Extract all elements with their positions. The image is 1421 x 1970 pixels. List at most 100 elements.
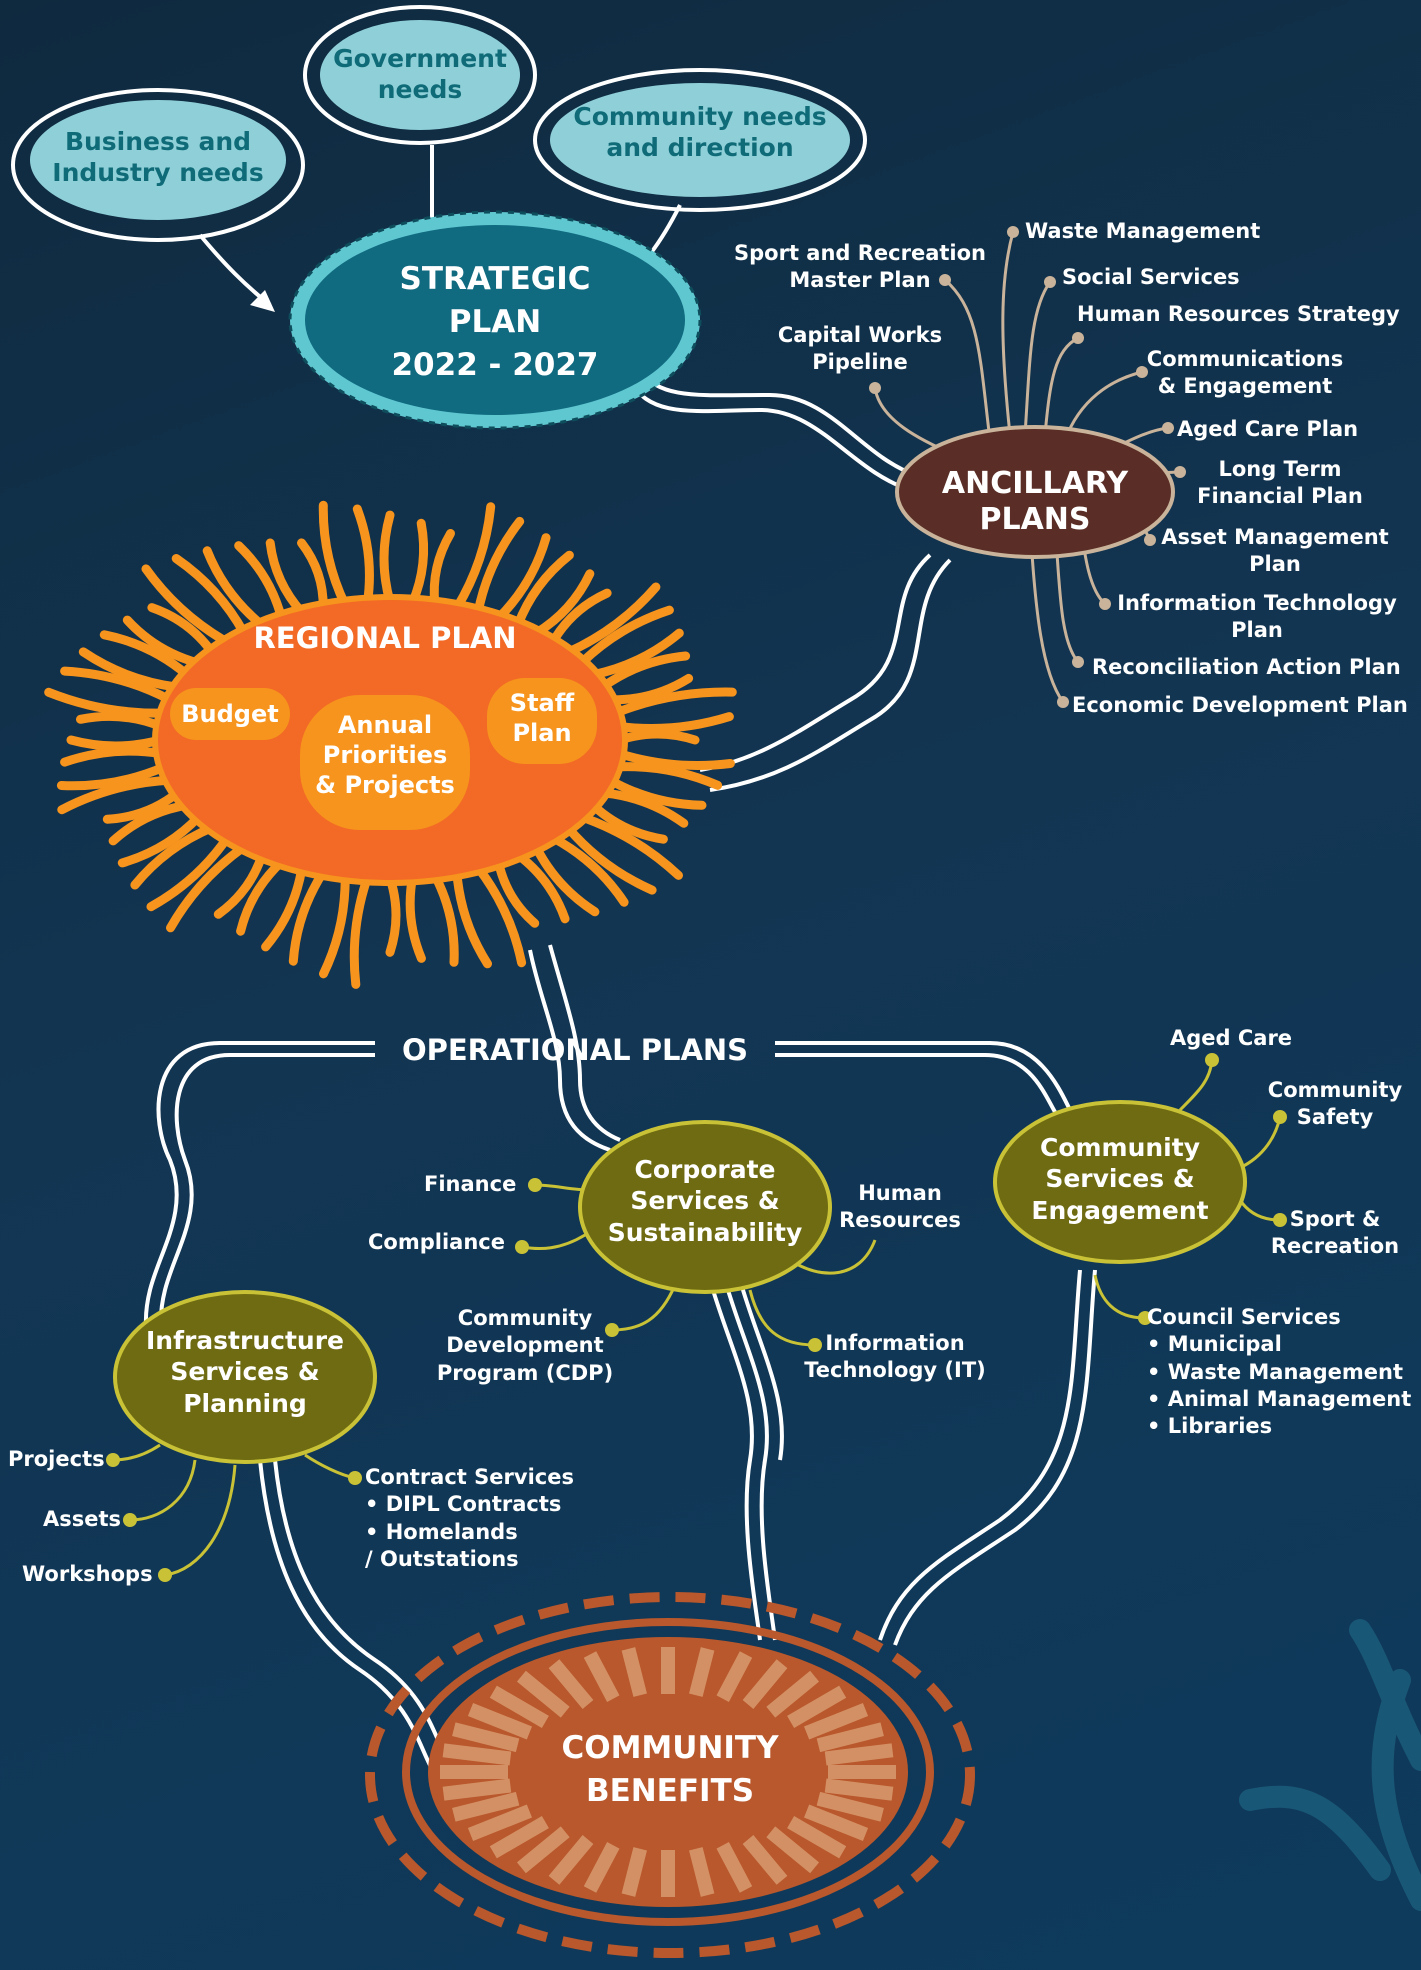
regional-plan-ray <box>563 823 657 895</box>
community-services-label: Community Services & Engagement <box>1031 1133 1209 1225</box>
infrastructure-label: Infrastructure Services & Planning <box>146 1326 344 1418</box>
staff-label: Staff Plan <box>509 689 575 747</box>
infrastructure-node <box>113 1290 377 1464</box>
operational-plans-label: OPERATIONAL PLANS <box>401 1033 749 1067</box>
community-benefits-spoke <box>516 1826 570 1874</box>
regional-plan-ray <box>171 554 249 638</box>
regional-plan-ray <box>605 775 707 810</box>
regional-plan-ray <box>288 867 328 966</box>
community-item-aged: Aged Care <box>1170 1026 1293 1050</box>
community-benefits-spoke <box>824 1743 894 1766</box>
regional-plan-ray <box>202 546 267 630</box>
infrastructure-dots <box>106 1453 362 1582</box>
regional-plan-ray <box>76 711 166 731</box>
corporate-item-cdp: Community Development Program (CDP) <box>436 1306 614 1385</box>
regional-plan-ray <box>66 735 165 751</box>
regional-plan-ray <box>513 550 574 630</box>
ancillary-item-it: Information Technology Plan <box>1117 591 1397 643</box>
ancillary-item-hr-strategy: Human Resources Strategy <box>1077 302 1400 326</box>
ancillary-item-social: Social Services <box>1062 265 1240 289</box>
ancillary-plans-label: ANCILLARY PLANS <box>941 466 1129 537</box>
regional-plan-ray <box>473 516 525 617</box>
regional-plan-ray <box>297 538 328 613</box>
regional-plan-ray <box>349 872 372 989</box>
community-benefits-spoke <box>716 1842 753 1893</box>
ancillary-plans-node <box>895 425 1175 559</box>
ancillary-item-capital: Capital Works Pipeline <box>777 323 943 375</box>
regional-plan-ray <box>614 749 735 770</box>
community-benefits-label: COMMUNITY BENEFITS <box>561 1730 779 1810</box>
ancillary-item-aged: Aged Care Plan <box>1177 417 1359 441</box>
community-benefits-spoke <box>548 1835 594 1885</box>
community-item-safety: Community Safety <box>1267 1078 1403 1130</box>
regional-plan-ray <box>598 788 689 828</box>
regional-plan-ray <box>405 872 426 963</box>
input-government-label: Government needs <box>333 44 507 105</box>
community-benefits-spoke <box>621 1847 647 1897</box>
community-benefits-spoke <box>516 1670 570 1718</box>
community-benefits-spoke <box>442 1778 512 1801</box>
ancillary-item-asset: Asset Management Plan <box>1161 525 1389 577</box>
regional-plan-ray <box>57 775 175 815</box>
community-benefits-spoke <box>766 1670 820 1718</box>
ancillary-item-econ: Economic Development Plan <box>1072 693 1408 717</box>
ancillary-item-sport: Sport and Recreation Master Plan <box>734 241 986 293</box>
corporate-services-node <box>578 1120 832 1294</box>
community-benefits-spoke <box>621 1647 647 1697</box>
community-benefits-spoke <box>804 1702 869 1740</box>
staff-blob <box>487 678 597 764</box>
corporate-services-label: Corporate Services & Sustainability <box>607 1155 803 1247</box>
regional-plan-ray <box>614 712 734 734</box>
regional-plan-ray <box>385 873 401 957</box>
community-benefits-spoke <box>452 1722 520 1753</box>
infra-item-workshops: Workshops <box>22 1562 153 1586</box>
community-benefits-spoke <box>742 1659 788 1709</box>
regional-plan-ray <box>261 863 307 952</box>
priorities-label: Annual Priorities & Projects <box>315 711 455 799</box>
regional-plan-ray <box>117 812 204 868</box>
input-community <box>533 68 867 212</box>
community-benefits-spoke <box>787 1816 847 1859</box>
community-benefits-spoke <box>489 1816 549 1859</box>
regional-plan-ray <box>130 823 217 890</box>
regional-plan-ray <box>493 533 551 623</box>
regional-plan-ray <box>379 510 395 607</box>
community-services-dots <box>1138 1053 1287 1325</box>
regional-plan-ray <box>44 687 169 718</box>
ancillary-item-rap: Reconciliation Action Plan <box>1092 655 1401 679</box>
community-benefits-spoke <box>583 1842 620 1893</box>
infrastructure-leaders <box>112 1443 356 1577</box>
regional-plan-ray <box>56 762 169 791</box>
infra-item-projects: Projects <box>8 1447 105 1471</box>
regional-plan-ray <box>408 518 429 608</box>
corporate-item-finance: Finance <box>424 1172 517 1196</box>
regional-plan-ray <box>576 812 683 880</box>
regional-plan-ray <box>352 504 374 608</box>
regional-plan-ray <box>611 687 737 718</box>
community-benefits-spoke <box>689 1647 715 1697</box>
corporate-item-compliance: Compliance <box>368 1230 505 1254</box>
connector-paths <box>143 368 1097 1782</box>
regional-plan-ray <box>429 529 455 610</box>
regional-plan-ray <box>319 870 350 979</box>
regional-plan-ray <box>615 729 700 745</box>
regional-plan-title: REGIONAL PLAN <box>253 621 517 655</box>
regional-plan-ray <box>236 857 287 936</box>
ancillary-item-comms: Communications & Engagement <box>1146 347 1344 399</box>
background-plant-decoration <box>1239 1619 1421 1911</box>
community-benefits-spoke <box>467 1702 532 1740</box>
community-benefits-spoke <box>467 1804 532 1842</box>
regional-plan-ray <box>99 630 192 680</box>
regional-plan-ray <box>430 870 459 967</box>
regional-plan-ray <box>452 867 492 969</box>
community-services-node <box>993 1100 1247 1264</box>
input-government <box>303 5 537 145</box>
community-benefits-spoke <box>742 1835 788 1885</box>
regional-plan-ray <box>234 541 287 623</box>
community-benefits-spoke <box>689 1847 715 1897</box>
community-benefits-spoke <box>452 1791 520 1822</box>
community-item-council: Council Services • Municipal • Waste Man… <box>1147 1305 1412 1439</box>
community-item-sport: Sport & Recreation <box>1270 1207 1400 1259</box>
infra-item-assets: Assets <box>43 1507 122 1531</box>
